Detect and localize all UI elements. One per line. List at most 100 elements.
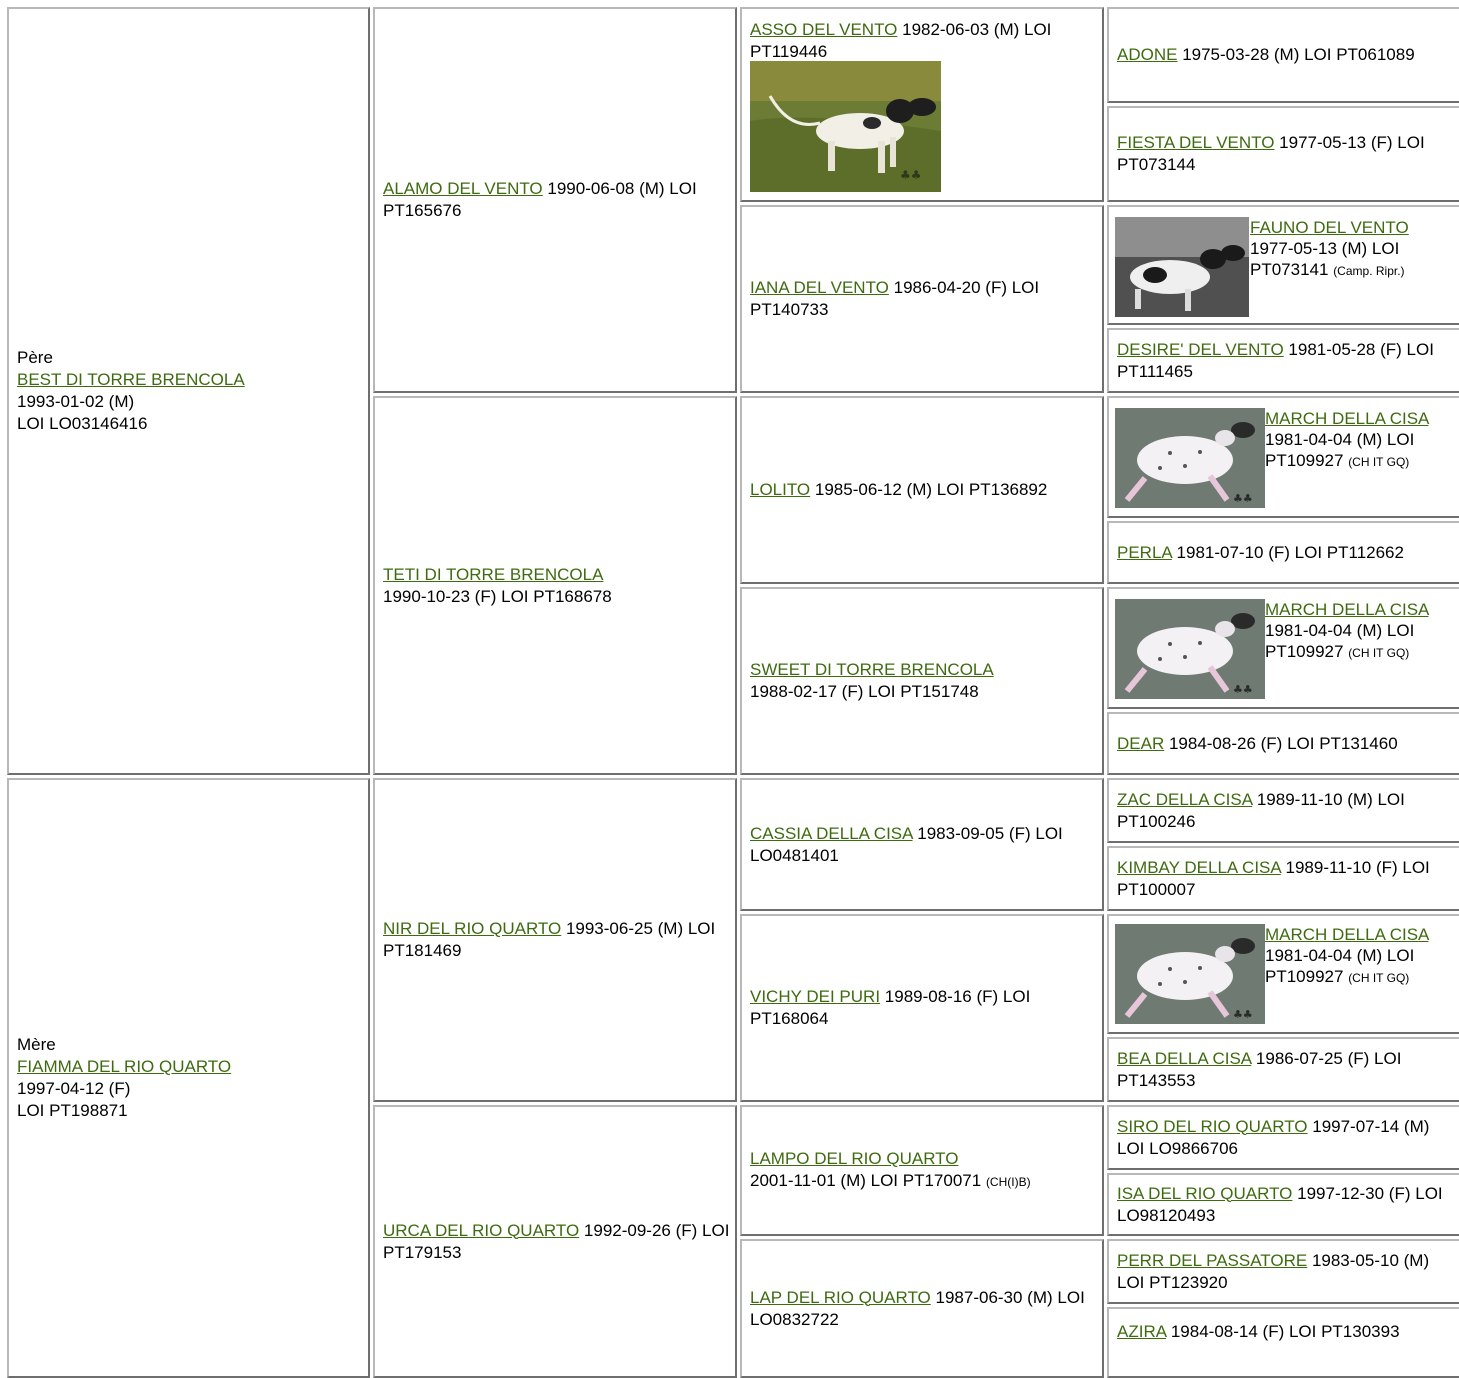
ancestor-info: 1989-11-10 (M) LOI PT100246 [1117,789,1405,831]
ancestor-link[interactable]: MARCH DELLA CISA [1265,925,1429,944]
dog-photo: ♣♣ [750,61,941,192]
gen4-cell: ISA DEL RIO QUARTO 1997-12-30 (F) LOI LO… [1107,1173,1459,1236]
ancestor-link[interactable]: FIESTA DEL VENTO [1117,133,1275,152]
ancestor-link[interactable]: IANA DEL VENTO [750,278,889,297]
gen4-cell: DEAR 1984-08-26 (F) LOI PT131460 [1107,712,1459,775]
ancestor-info: 1992-09-26 (F) LOI PT179153 [383,1220,730,1262]
gen3-cell: SWEET DI TORRE BRENCOLA 1988-02-17 (F) LO… [740,587,1104,775]
ancestor-info: 1988-02-17 (F) LOI PT151748 [750,682,979,701]
ancestor-link[interactable]: NIR DEL RIO QUARTO [383,919,562,938]
gen4-cell: ADONE 1975-03-28 (M) LOI PT061089 [1107,7,1459,103]
champion-title: (CH IT GQ) [1348,971,1410,985]
dam-cell: Mère FIAMMA DEL RIO QUARTO 1997-04-12 (F… [7,778,370,1378]
ancestor-link[interactable]: MARCH DELLA CISA [1265,409,1429,428]
ancestor-link[interactable]: DESIRE' DEL VENTO [1117,339,1284,359]
dam-date: 1997-04-12 (F) [17,1079,131,1098]
ancestor-link[interactable]: CASSIA DELLA CISA [750,823,913,843]
gen3-cell: LAP DEL RIO QUARTO 1987-06-30 (M) LOI LO… [740,1239,1104,1378]
ancestor-link[interactable]: ASSO DEL VENTO [750,20,898,39]
gen4-cell: ♣♣ MARCH DELLA CISA 1981-04-04 (M) LOI P… [1107,914,1459,1034]
gen3-cell: ASSO DEL VENTO 1982-06-03 (M) LOI PT1194… [740,7,1104,202]
gen3-cell: CASSIA DELLA CISA 1983-09-05 (F) LOI LO0… [740,778,1104,911]
ancestor-info: 1975-03-28 (M) LOI PT061089 [1177,45,1415,64]
ancestor-info: 1986-04-20 (F) LOI PT140733 [750,278,1040,319]
dog-photo: ♣♣ [1115,408,1265,508]
pointer-running-photo: ♣♣ [1115,408,1265,508]
gen4-cell: PERR DEL PASSATORE 1983-05-10 (M) LOI PT… [1107,1239,1459,1304]
pointer-running-photo: ♣♣ [1115,924,1265,1024]
gen4-cell: AZIRA 1984-08-14 (F) LOI PT130393 [1107,1307,1459,1378]
ancestor-link[interactable]: TETI DI TORRE BRENCOLA [383,564,604,584]
ancestor-link[interactable]: DEAR [1117,733,1165,753]
ancestor-link[interactable]: PERLA [1117,542,1172,562]
champion-title: (CH IT GQ) [1348,646,1410,660]
sire-registration: LOI LO03146416 [17,414,148,433]
ancestor-link[interactable]: LOLITO [750,480,811,499]
ancestor-info: 1981-05-28 (F) LOI PT111465 [1117,339,1434,381]
ancestor-link[interactable]: ADONE [1117,45,1178,64]
champion-title: (Camp. Ripr.) [1333,264,1405,278]
sire-label: Père [17,348,53,367]
ancestor-link[interactable]: AZIRA [1117,1322,1167,1341]
dam-link[interactable]: FIAMMA DEL RIO QUARTO [17,1057,232,1076]
ancestor-link[interactable]: URCA DEL RIO QUARTO [383,1220,580,1240]
ancestor-link[interactable]: LAP DEL RIO QUARTO [750,1287,931,1307]
champion-title: (CH IT GQ) [1348,455,1410,469]
gen4-cell: ♣♣ MARCH DELLA CISA 1981-04-04 (M) LOI P… [1107,587,1459,709]
ancestor-link[interactable]: BEA DELLA CISA [1117,1048,1252,1068]
ancestor-link[interactable]: ALAMO DEL VENTO [383,179,543,198]
ancestor-info: 1981-07-10 (F) LOI PT112662 [1171,542,1404,562]
svg-text:♣♣: ♣♣ [1233,683,1253,696]
ancestor-info: 1977-05-13 (F) LOI PT073144 [1117,133,1425,174]
ancestor-info: 1990-10-23 (F) LOI PT168678 [383,586,612,606]
ancestor-link[interactable]: MARCH DELLA CISA [1265,600,1429,619]
gen3-cell: VICHY DEI PURI 1989-08-16 (F) LOI PT1680… [740,914,1104,1102]
ancestor-link[interactable]: SIRO DEL RIO QUARTO [1117,1116,1308,1136]
gen3-cell: LAMPO DEL RIO QUARTO 2001-11-01 (M) LOI P… [740,1105,1104,1236]
ancestor-info: 1983-05-10 (M) LOI PT123920 [1117,1250,1430,1292]
ancestor-info: 1990-06-08 (M) LOI PT165676 [383,179,697,220]
gen3-cell: IANA DEL VENTO 1986-04-20 (F) LOI PT1407… [740,205,1104,393]
ancestor-link[interactable]: ISA DEL RIO QUARTO [1117,1183,1293,1203]
gen4-cell: FIESTA DEL VENTO 1977-05-13 (F) LOI PT07… [1107,106,1459,202]
dog-photo [1115,217,1249,317]
ancestor-link[interactable]: LAMPO DEL RIO QUARTO [750,1149,959,1168]
dog-photo: ♣♣ [1115,599,1265,699]
champion-title: (CH(I)B) [985,1175,1031,1189]
gen2-cell: ALAMO DEL VENTO 1990-06-08 (M) LOI PT165… [373,7,737,393]
ancestor-info: 1983-09-05 (F) LOI LO0481401 [750,823,1063,865]
ancestor-link[interactable]: KIMBAY DELLA CISA [1117,857,1281,877]
sire-date: 1993-01-02 (M) [17,392,135,411]
ancestor-link[interactable]: PERR DEL PASSATORE [1117,1250,1308,1270]
svg-text:♣♣: ♣♣ [1233,492,1253,505]
ancestor-info: 1989-11-10 (F) LOI PT100007 [1117,857,1430,899]
gen4-cell: ♣♣ MARCH DELLA CISA 1981-04-04 (M) LOI P… [1107,396,1459,518]
gen4-cell: ZAC DELLA CISA 1989-11-10 (M) LOI PT1002… [1107,778,1459,843]
svg-text:♣♣: ♣♣ [1233,1008,1253,1021]
sire-cell: Père BEST DI TORRE BRENCOLA 1993-01-02 (… [7,7,370,775]
ancestor-link[interactable]: ZAC DELLA CISA [1117,789,1253,809]
gen3-cell: LOLITO 1985-06-12 (M) LOI PT136892 [740,396,1104,584]
ancestor-info: 2001-11-01 (M) LOI PT170071 [750,1171,982,1190]
pointer-field-photo: ♣♣ [750,61,941,192]
gen4-cell: SIRO DEL RIO QUARTO 1997-07-14 (M) LOI L… [1107,1105,1459,1170]
gen2-cell: NIR DEL RIO QUARTO 1993-06-25 (M) LOI PT… [373,778,737,1102]
ancestor-info: 1981-04-04 (M) LOI PT109927 [1265,430,1415,470]
ancestor-info: 1981-04-04 (M) LOI PT109927 [1265,621,1415,661]
ancestor-link[interactable]: VICHY DEI PURI [750,987,881,1006]
ancestor-info: 1982-06-03 (M) LOI PT119446 [750,20,1052,61]
ancestor-link[interactable]: FAUNO DEL VENTO [1250,218,1409,237]
ancestor-link[interactable]: SWEET DI TORRE BRENCOLA [750,660,994,679]
ancestor-info: 1977-05-13 (M) LOI PT073141 [1250,239,1400,279]
gen2-cell: URCA DEL RIO QUARTO 1992-09-26 (F) LOI P… [373,1105,737,1378]
pointer-bw-photo [1115,217,1249,317]
ancestor-info: 1986-07-25 (F) LOI PT143553 [1117,1048,1402,1090]
gen4-cell: BEA DELLA CISA 1986-07-25 (F) LOI PT1435… [1107,1037,1459,1102]
ancestor-info: 1985-06-12 (M) LOI PT136892 [810,480,1048,499]
ancestor-info: 1984-08-26 (F) LOI PT131460 [1164,733,1398,753]
gen4-cell: KIMBAY DELLA CISA 1989-11-10 (F) LOI PT1… [1107,846,1459,911]
pointer-running-photo: ♣♣ [1115,599,1265,699]
sire-link[interactable]: BEST DI TORRE BRENCOLA [17,370,245,389]
svg-text:♣♣: ♣♣ [900,168,922,182]
